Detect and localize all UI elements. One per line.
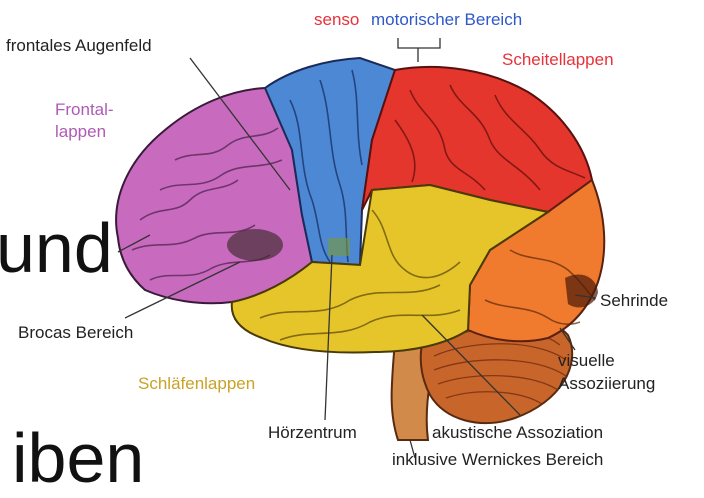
brain-diagram: und iben [0, 0, 704, 476]
auditory-region [328, 238, 350, 256]
label-wernickes-bereich: inklusive Wernickes Bereich [392, 450, 603, 470]
label-visuelle-line2: Assoziierung [558, 374, 655, 394]
label-scheitellappen: Scheitellappen [502, 50, 614, 70]
label-frontales-augenfeld: frontales Augenfeld [6, 36, 152, 56]
label-sehrinde: Sehrinde [600, 291, 668, 311]
label-frontallappen-line2: lappen [55, 122, 106, 142]
label-senso: senso [314, 10, 359, 30]
brocas-region [227, 229, 283, 261]
label-schlaefenlappen: Schläfenlappen [138, 374, 255, 394]
label-akustische-assoziation: akustische Assoziation [432, 423, 603, 443]
label-frontallappen-line1: Frontal- [55, 100, 114, 120]
label-motorischer-bereich: motorischer Bereich [371, 10, 522, 30]
label-visuelle-line1: visuelle [558, 351, 615, 371]
brain-illustration [0, 0, 704, 476]
label-brocas-bereich: Brocas Bereich [18, 323, 133, 343]
label-hoerzentrum: Hörzentrum [268, 423, 357, 443]
